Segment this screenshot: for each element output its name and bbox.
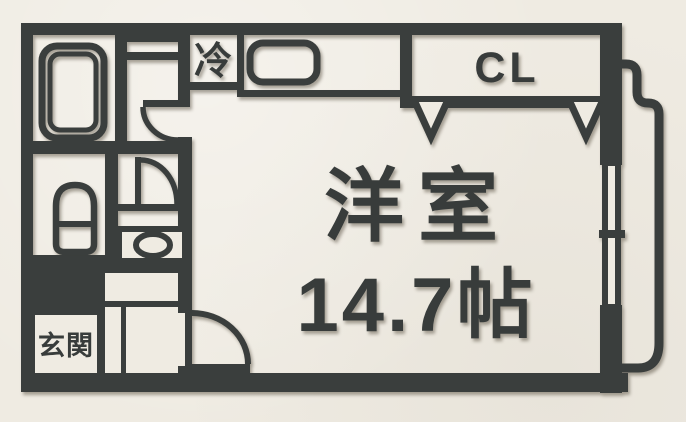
wall-segment	[127, 35, 178, 42]
wall-segment	[115, 226, 192, 232]
entrance-label-box	[35, 315, 97, 373]
entrance-label: 玄関	[38, 330, 94, 361]
wall-segment	[600, 305, 622, 393]
wall-segment	[115, 204, 180, 211]
utility-door-arc	[140, 106, 179, 143]
closet-label: CL	[474, 44, 539, 92]
wall-segment	[400, 96, 622, 108]
toilet-icon	[52, 181, 98, 256]
wall-segment	[237, 35, 244, 97]
wall-segment	[127, 52, 178, 60]
fixtures	[38, 39, 664, 374]
hall-step	[105, 307, 121, 373]
bathtub-inner-icon	[47, 51, 99, 133]
window-sash-icon	[599, 230, 625, 238]
washbasin-icon	[133, 231, 173, 259]
utility-door-leaf	[143, 100, 190, 107]
room-door-sill	[185, 364, 250, 374]
fridge-label: 冷	[194, 41, 232, 83]
balcony-outline	[617, 59, 664, 373]
room-name-label: 洋室	[324, 162, 512, 251]
wall-segment	[115, 35, 127, 154]
kitchen-sink-icon	[246, 39, 321, 86]
bathtub-icon	[38, 42, 108, 142]
closet-door-marker	[566, 100, 606, 146]
labels: 洋室 14.7帖 CL 冷 玄関	[38, 41, 539, 361]
hall-floor	[126, 307, 178, 373]
wall-segment	[21, 141, 192, 154]
wall-segment	[600, 23, 622, 165]
room-door-leaf	[185, 310, 192, 368]
wall-segment	[400, 35, 412, 108]
room-size-label: 14.7帖	[297, 263, 536, 348]
wall-segment	[105, 154, 118, 232]
wall-segment	[178, 35, 190, 104]
wall-segment	[244, 90, 406, 97]
washroom-door-arc	[140, 157, 180, 205]
closet-door-marker	[411, 100, 451, 146]
washroom-door-leaf	[135, 157, 141, 207]
wall-segment	[185, 82, 244, 90]
room-door-arc	[191, 310, 251, 365]
room-door-recess	[178, 313, 185, 366]
wall-segment	[105, 232, 122, 258]
washer-space	[105, 273, 178, 301]
wall-segment	[21, 23, 622, 35]
